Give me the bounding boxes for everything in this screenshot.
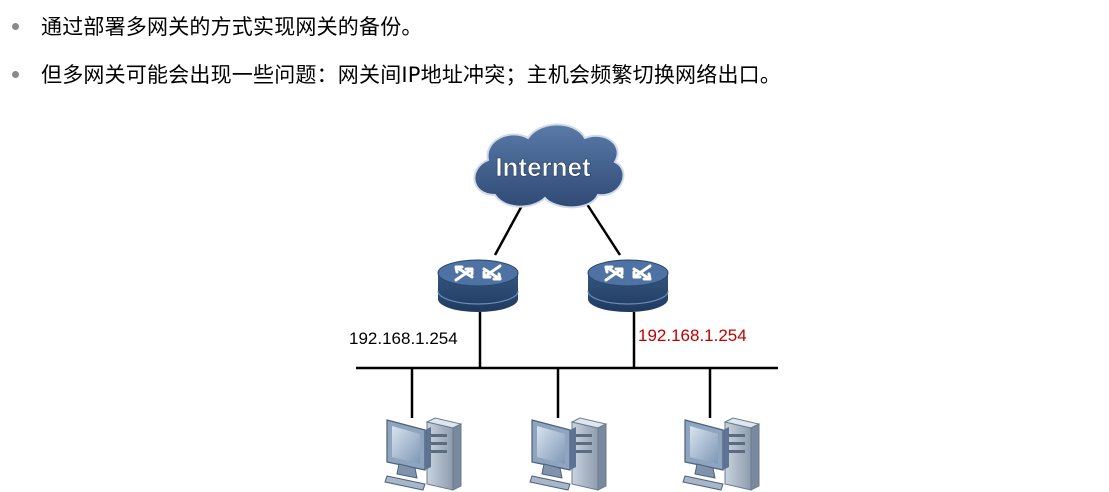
- router-icon: [587, 259, 669, 312]
- gateway-right-ip-label: 192.168.1.254: [638, 326, 747, 345]
- host-computer-icon: [384, 417, 463, 491]
- bullet-text: 但多网关可能会出现一些问题：网关间IP地址冲突；主机会频繁切换网络出口。: [41, 63, 782, 87]
- internet-cloud-icon: Internet: [473, 123, 625, 209]
- bullet-item: 通过部署多网关的方式实现网关的备份。: [10, 8, 423, 44]
- bullet-icon: [12, 22, 19, 30]
- cloud-label: Internet: [495, 152, 591, 182]
- bullet-text: 通过部署多网关的方式实现网关的备份。: [41, 15, 423, 39]
- bullet-item: 但多网关可能会出现一些问题：网关间IP地址冲突；主机会频繁切换网络出口。: [10, 56, 781, 92]
- link-cloud-left-router: [493, 199, 527, 256]
- gateway-left-ip-label: 192.168.1.254: [349, 329, 458, 348]
- router-icon: [437, 259, 519, 312]
- connection-lines: [356, 197, 778, 418]
- link-cloud-right-router: [581, 197, 622, 256]
- host-computer-icon: [529, 417, 608, 491]
- bullet-icon: [12, 70, 19, 78]
- host-computer-icon: [682, 417, 761, 491]
